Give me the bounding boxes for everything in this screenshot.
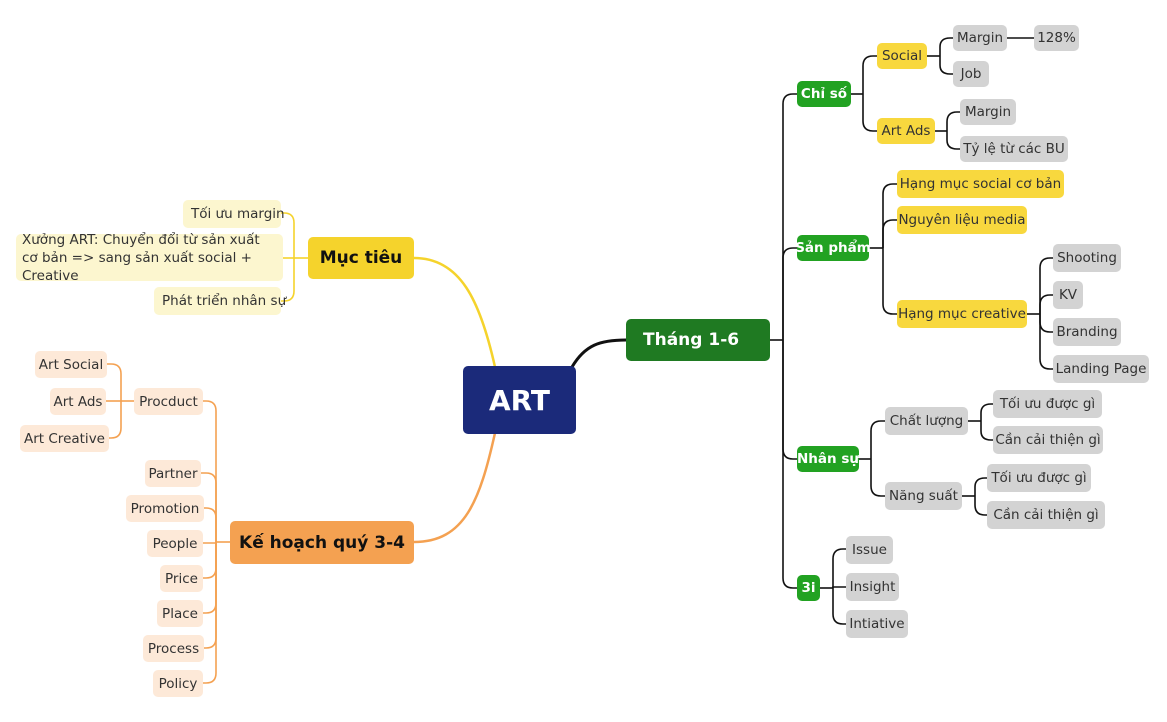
node-artads-tyle[interactable]: Tỷ lệ từ các BU [960,136,1068,162]
node-hang-muc-social[interactable]: Hạng mục social cơ bản [897,170,1064,198]
branch-ke-hoach-quy-3-4[interactable]: Kế hoạch quý 3-4 [230,521,414,564]
node-intiative[interactable]: Intiative [846,610,908,638]
node-margin-value[interactable]: 128% [1034,25,1079,51]
node-price[interactable]: Price [160,565,203,592]
node-art-social[interactable]: Art Social [35,351,107,378]
node-toi-uu-margin[interactable]: Tối ưu margin [183,200,285,228]
node-phat-trien-nhan-su[interactable]: Phát triển nhân sự [154,287,286,315]
node-san-pham[interactable]: Sản phẩm [795,235,871,261]
node-hang-muc-creative[interactable]: Hạng mục creative [897,300,1027,328]
node-chat-luong-toi-uu[interactable]: Tối ưu được gì [993,390,1102,418]
node-insight[interactable]: Insight [846,573,899,601]
node-shooting[interactable]: Shooting [1053,244,1121,272]
node-procduct[interactable]: Procduct [134,388,203,415]
node-3i[interactable]: 3i [797,575,820,601]
node-branding[interactable]: Branding [1053,318,1121,346]
node-art-ads[interactable]: Art Ads [877,118,935,144]
node-xuong-art[interactable]: Xưởng ART: Chuyển đổi từ sản xuất cơ bản… [16,232,283,284]
node-nang-suat-can-cai-thien[interactable]: Cần cải thiện gì [987,501,1105,529]
node-partner[interactable]: Partner [145,460,201,487]
node-social[interactable]: Social [877,43,927,69]
node-issue[interactable]: Issue [846,536,893,564]
node-promotion[interactable]: Promotion [126,495,204,522]
node-nhan-su[interactable]: Nhân sự [797,446,859,472]
node-chi-so[interactable]: Chỉ số [797,81,851,107]
branch-muc-tieu[interactable]: Mục tiêu [308,237,414,279]
node-nang-suat[interactable]: Năng suất [885,482,962,510]
node-landing-page[interactable]: Landing Page [1053,355,1149,383]
node-policy[interactable]: Policy [153,670,203,697]
node-chat-luong-can-cai-thien[interactable]: Cần cải thiện gì [993,426,1103,454]
node-nang-suat-toi-uu[interactable]: Tối ưu được gì [987,464,1091,492]
node-chat-luong[interactable]: Chất lượng [885,407,968,435]
node-social-job[interactable]: Job [953,61,989,87]
node-people[interactable]: People [147,530,203,557]
node-social-margin[interactable]: Margin [953,25,1007,51]
node-art-ads-plan[interactable]: Art Ads [50,388,106,415]
root-node-art[interactable]: ART [463,366,576,434]
node-process[interactable]: Process [143,635,204,662]
node-artads-margin[interactable]: Margin [960,99,1016,125]
node-art-creative[interactable]: Art Creative [20,425,109,452]
branch-thang-1-6[interactable]: Tháng 1-6 [626,319,770,361]
node-place[interactable]: Place [157,600,203,627]
node-nguyen-lieu-media[interactable]: Nguyên liệu media [897,206,1027,234]
node-kv[interactable]: KV [1053,281,1083,309]
